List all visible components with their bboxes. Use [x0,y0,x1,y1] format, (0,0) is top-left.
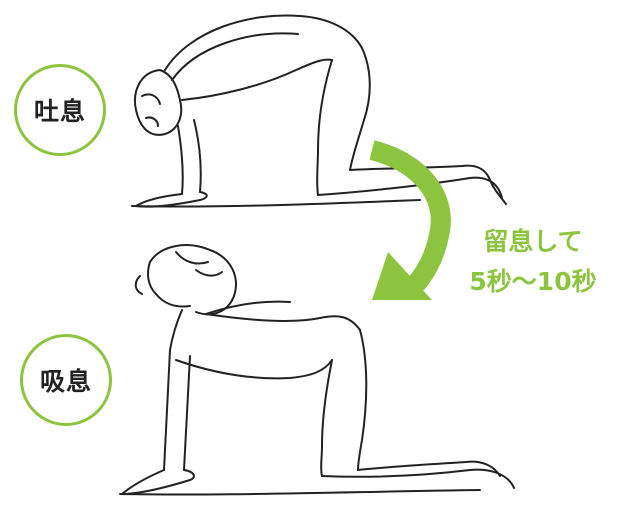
inhale-label: 吸息 [40,362,92,398]
inhale-badge: 吸息 [20,334,112,426]
curved-arrow-icon [372,150,441,300]
exhale-badge: 吐息 [14,64,106,156]
hold-duration-line: 5秒～10秒 [448,262,618,302]
cat-pose-figure [132,15,506,206]
exhale-label: 吐息 [34,92,86,128]
hold-breath-note: 留息して 5秒～10秒 [448,222,618,302]
hold-breath-line: 留息して [448,222,618,262]
